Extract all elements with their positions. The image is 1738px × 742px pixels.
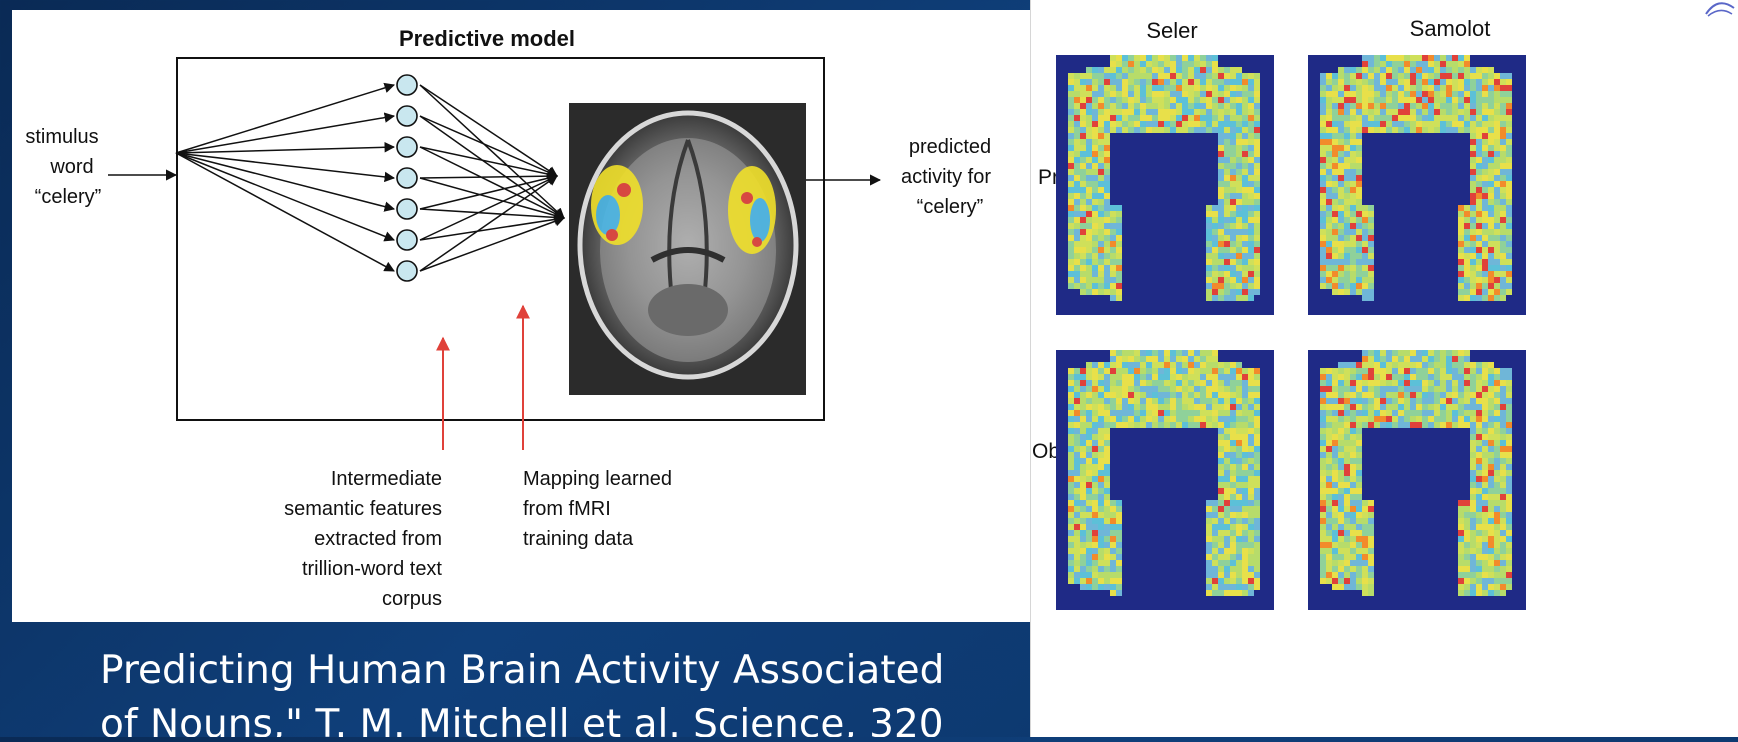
input-label-line1: stimulus <box>25 126 98 148</box>
semantic-feature-node <box>396 260 418 282</box>
input-label-line2: word <box>49 156 93 178</box>
node-to-brain-arrow <box>419 84 558 177</box>
output-label-line3: “celery” <box>917 196 984 218</box>
semantic-feature-node <box>396 229 418 251</box>
output-label-line2: activity for <box>901 166 991 188</box>
input-to-node-arrow <box>175 152 396 212</box>
semantic-feature-node <box>396 105 418 127</box>
input-to-node-arrow <box>175 82 396 154</box>
comparison-grid: Seler Samolot Predykcja Obserwacja <box>1032 16 1526 610</box>
column-header-samolot: Samolot <box>1410 16 1491 41</box>
mapping-arrows <box>419 84 566 272</box>
panel-divider <box>1030 0 1031 737</box>
features-label-line3: extracted from <box>314 528 442 550</box>
caption-line-1: Predicting Human Brain Activity Associat… <box>100 648 945 693</box>
mapping-label-line3: training data <box>523 528 634 550</box>
model-frame <box>176 57 825 421</box>
input-to-node-arrow <box>175 142 396 154</box>
input-fan-arrows <box>175 82 396 272</box>
semantic-feature-node <box>396 167 418 189</box>
caption-line-2: of Nouns," T. M. Mitchell et al. Science… <box>100 702 944 737</box>
scan-prediction-samolot <box>1308 55 1526 315</box>
semantic-feature-node <box>396 74 418 96</box>
predictive-model-diagram: Predictive model stimulus word “celery” <box>25 26 991 610</box>
scan-observation-seler <box>1056 350 1274 610</box>
features-label-line1: Intermediate <box>331 468 442 490</box>
node-to-brain-arrow <box>419 175 558 241</box>
node-to-brain-arrow <box>419 84 565 219</box>
citation-caption: Predicting Human Brain Activity Associat… <box>100 644 1100 737</box>
input-to-node-arrow <box>175 152 396 183</box>
node-to-brain-arrow <box>419 146 565 219</box>
input-to-node-arrow <box>175 152 395 272</box>
output-label-line1: predicted <box>909 136 991 158</box>
corner-logo-icon <box>1705 2 1735 17</box>
features-label-line5: corpus <box>382 588 442 610</box>
semantic-feature-node <box>396 136 418 158</box>
semantic-feature-node <box>396 198 418 220</box>
node-to-brain-arrow <box>419 146 559 180</box>
node-to-brain-arrow <box>419 173 559 210</box>
node-to-brain-arrow <box>419 115 558 178</box>
node-to-brain-arrow <box>419 115 565 219</box>
diagram-title: Predictive model <box>399 26 575 51</box>
comparison-panel: Seler Samolot Predykcja Obserwacja <box>1030 0 1738 737</box>
scan-observation-samolot <box>1308 350 1526 610</box>
brain-scan-image <box>569 103 806 395</box>
features-label-line2: semantic features <box>284 498 442 520</box>
features-label-line4: trillion-word text <box>302 558 442 580</box>
semantic-feature-nodes <box>396 74 418 282</box>
column-header-seler: Seler <box>1146 18 1197 43</box>
node-to-brain-arrow <box>419 177 566 221</box>
mapping-label-line1: Mapping learned <box>523 468 672 490</box>
node-to-brain-arrow <box>419 214 566 241</box>
input-to-node-arrow <box>175 152 395 242</box>
input-label-line3: “celery” <box>35 186 102 208</box>
node-to-brain-arrow <box>419 216 565 272</box>
predictive-model-panel: Predictive model stimulus word “celery” <box>12 10 1030 622</box>
input-to-node-arrow <box>175 112 396 154</box>
node-to-brain-arrow <box>419 170 559 182</box>
node-to-brain-arrow <box>419 208 566 223</box>
mapping-label-line2: from fMRI <box>523 498 611 520</box>
node-to-brain-arrow <box>419 175 558 272</box>
scan-prediction-seler <box>1056 55 1274 315</box>
